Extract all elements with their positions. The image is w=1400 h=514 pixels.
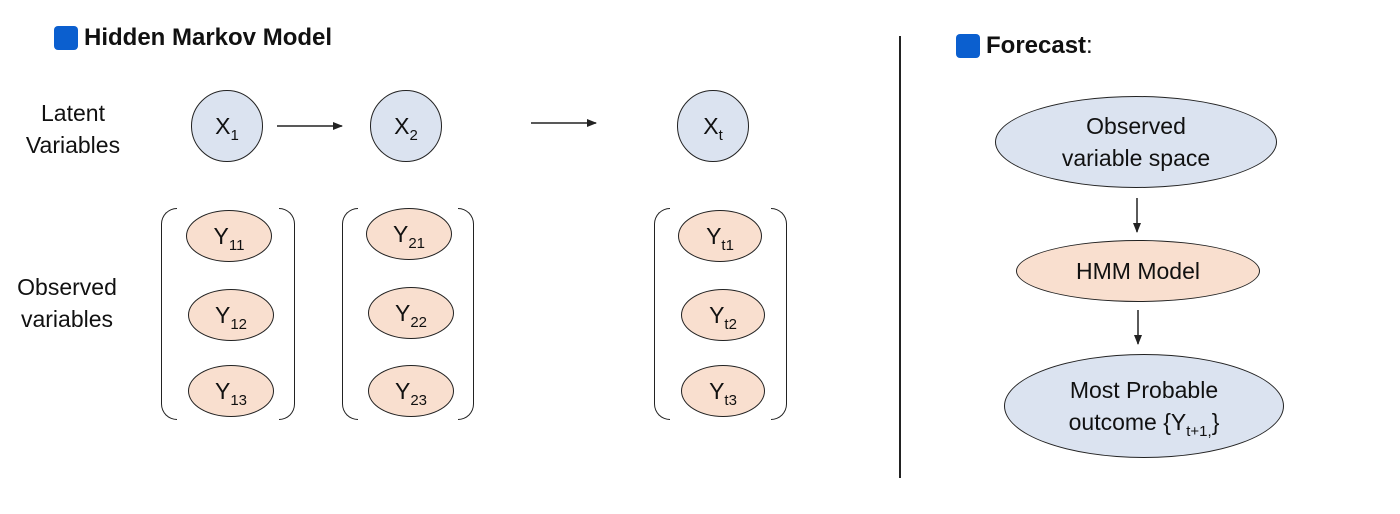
- observed-node-y13: Y13: [188, 365, 274, 417]
- observed-node-y22: Y22: [368, 287, 454, 339]
- hmm-title: Hidden Markov Model: [54, 24, 332, 52]
- panel-divider: [899, 36, 901, 478]
- observed-node-y21: Y21: [366, 208, 452, 260]
- observed-node-y11: Y11: [186, 210, 272, 262]
- forecast-node-hmm-model: HMM Model: [1016, 240, 1260, 302]
- hmm-title-text: Hidden Markov Model: [84, 24, 333, 51]
- observed-node-y12: Y12: [188, 289, 274, 341]
- observed-node-yt1: Yt1: [678, 210, 762, 262]
- forecast-title-text: Forecast: [986, 32, 1087, 59]
- latent-node-x1: X1: [191, 90, 263, 162]
- forecast-node-most-probable: Most Probable outcome {Yt+1,}: [1004, 354, 1284, 458]
- forecast-title-colon: :: [1086, 32, 1093, 59]
- latent-node-xt: Xt: [677, 90, 749, 162]
- blue-square-icon: [956, 34, 980, 58]
- blue-square-icon: [54, 26, 78, 50]
- observed-node-yt3: Yt3: [681, 365, 765, 417]
- latent-node-x2: X2: [370, 90, 442, 162]
- observed-node-y23: Y23: [368, 365, 454, 417]
- observed-node-yt2: Yt2: [681, 289, 765, 341]
- forecast-title: Forecast:: [956, 32, 1093, 60]
- forecast-node-observed-space: Observed variable space: [995, 96, 1277, 188]
- latent-variables-label: Latent Variables: [25, 100, 121, 158]
- observed-variables-label: Observed variables: [17, 274, 117, 332]
